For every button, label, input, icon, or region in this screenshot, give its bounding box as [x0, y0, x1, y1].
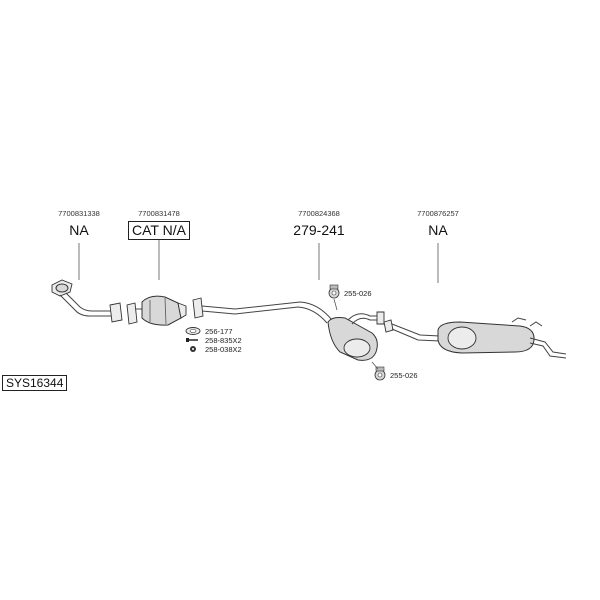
- hanger-bottom-icon: [374, 366, 386, 381]
- hanger-top-icon: [328, 284, 340, 299]
- hanger-bottom-label: 255-026: [390, 371, 418, 380]
- bolt-label: 258-835X2: [205, 336, 242, 345]
- part-1-oem-number: 7700831338: [58, 209, 100, 218]
- part-2-oem-number: 7700831478: [138, 209, 180, 218]
- fittings-cluster: [185, 327, 201, 352]
- part-4-reference: NA: [428, 222, 448, 238]
- rear-silencer: [383, 317, 567, 359]
- part-2-reference: CAT N/A: [128, 221, 190, 240]
- gasket-label: 256-177: [205, 327, 233, 336]
- part-3-reference: 279-241: [293, 222, 345, 238]
- catalytic-converter: [126, 295, 187, 326]
- middle-pipe-silencer: [192, 297, 385, 361]
- part-1-reference: NA: [69, 222, 89, 238]
- nut-label: 258-038X2: [205, 345, 242, 354]
- part-4-oem-number: 7700876257: [417, 209, 459, 218]
- part-3-oem-number: 7700824368: [298, 209, 340, 218]
- system-code: SYS16344: [2, 375, 68, 391]
- front-downpipe: [51, 279, 123, 323]
- hanger-top-label: 255-026: [344, 289, 372, 298]
